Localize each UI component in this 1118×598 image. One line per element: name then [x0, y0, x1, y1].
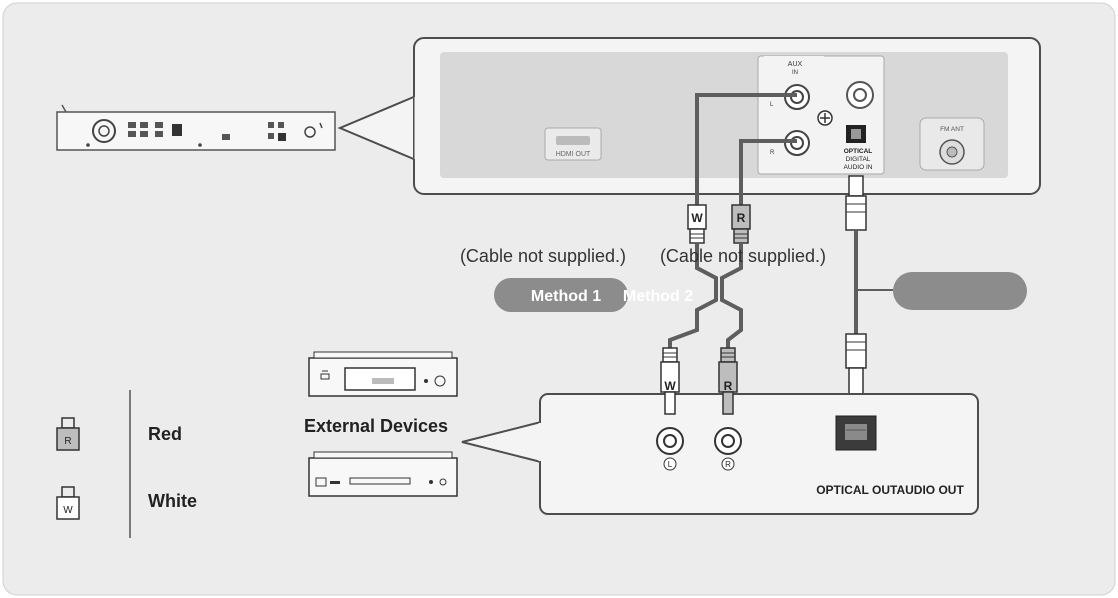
stereo-cable-left — [668, 243, 718, 348]
optical-out-port — [835, 415, 877, 451]
optical-in-port: OPTICAL DIGITAL AUDIO IN — [844, 125, 873, 171]
external-devices-label: External Devices — [304, 416, 448, 436]
cable-note-method-1: (Cable not supplied.) — [460, 246, 626, 266]
external-jack-r-label: R — [725, 460, 731, 469]
bottom-plug-white: W — [660, 347, 680, 415]
top-plug-white-letter: W — [691, 211, 703, 225]
coax-jack — [846, 81, 874, 109]
speaker-fan-icon — [92, 119, 116, 143]
aux-cable-red — [739, 139, 797, 205]
external-jack-l-label: L — [668, 460, 673, 469]
bottom-plug-red-letter: R — [724, 379, 733, 393]
external-device-player — [308, 451, 458, 497]
hdmi-out-label: HDMI OUT — [556, 151, 591, 158]
aux-cable-white — [695, 93, 797, 205]
digital-label: DIGITAL — [846, 156, 871, 163]
external-jack-left: L — [656, 427, 684, 471]
method-1-label: Method 1 — [531, 288, 601, 305]
optical-label: OPTICAL — [844, 148, 873, 155]
hdmi-out-port: HDMI OUT — [544, 127, 602, 161]
legend-white-symbol: W — [63, 505, 73, 516]
aux-jack-r-label: R — [770, 150, 775, 156]
optical-cable — [845, 175, 893, 403]
fm-ant-label: FM ANT — [940, 126, 964, 133]
legend-white-plug-icon: W — [56, 486, 80, 520]
method-2-label: Method 2 — [623, 288, 693, 305]
external-callout-pointer — [461, 421, 542, 463]
legend-white-label: White — [148, 491, 197, 511]
rear-panel-callout-pointer — [337, 95, 417, 161]
aux-in-label: IN — [792, 70, 798, 76]
legend-red-label: Red — [148, 424, 182, 444]
audio-in-label: AUDIO IN — [844, 164, 873, 171]
legend-red-plug-icon: R — [56, 417, 80, 451]
cable-note-method-2: (Cable not supplied.) — [660, 246, 826, 266]
fm-antenna-port: FM ANT — [919, 117, 985, 171]
top-plug-red-letter: R — [737, 211, 746, 225]
legend-red-symbol: R — [64, 436, 71, 447]
stereo-cable-right — [720, 243, 743, 348]
aux-jack-l-label: L — [770, 102, 774, 108]
top-plug-red: R — [731, 204, 751, 244]
top-plug-white: W — [687, 204, 707, 244]
method-2-pill — [893, 272, 1027, 310]
bottom-plug-white-letter: W — [664, 379, 676, 393]
method-1-pill — [494, 278, 628, 312]
main-unit — [56, 104, 336, 151]
aux-label: AUX — [788, 61, 803, 68]
bottom-plug-red: R — [718, 347, 738, 415]
legend: R Red W White — [56, 390, 197, 538]
external-jack-right: R — [714, 427, 742, 471]
optical-out-audio-out-label: OPTICAL OUTAUDIO OUT — [816, 483, 964, 497]
external-device-amplifier — [308, 351, 458, 397]
